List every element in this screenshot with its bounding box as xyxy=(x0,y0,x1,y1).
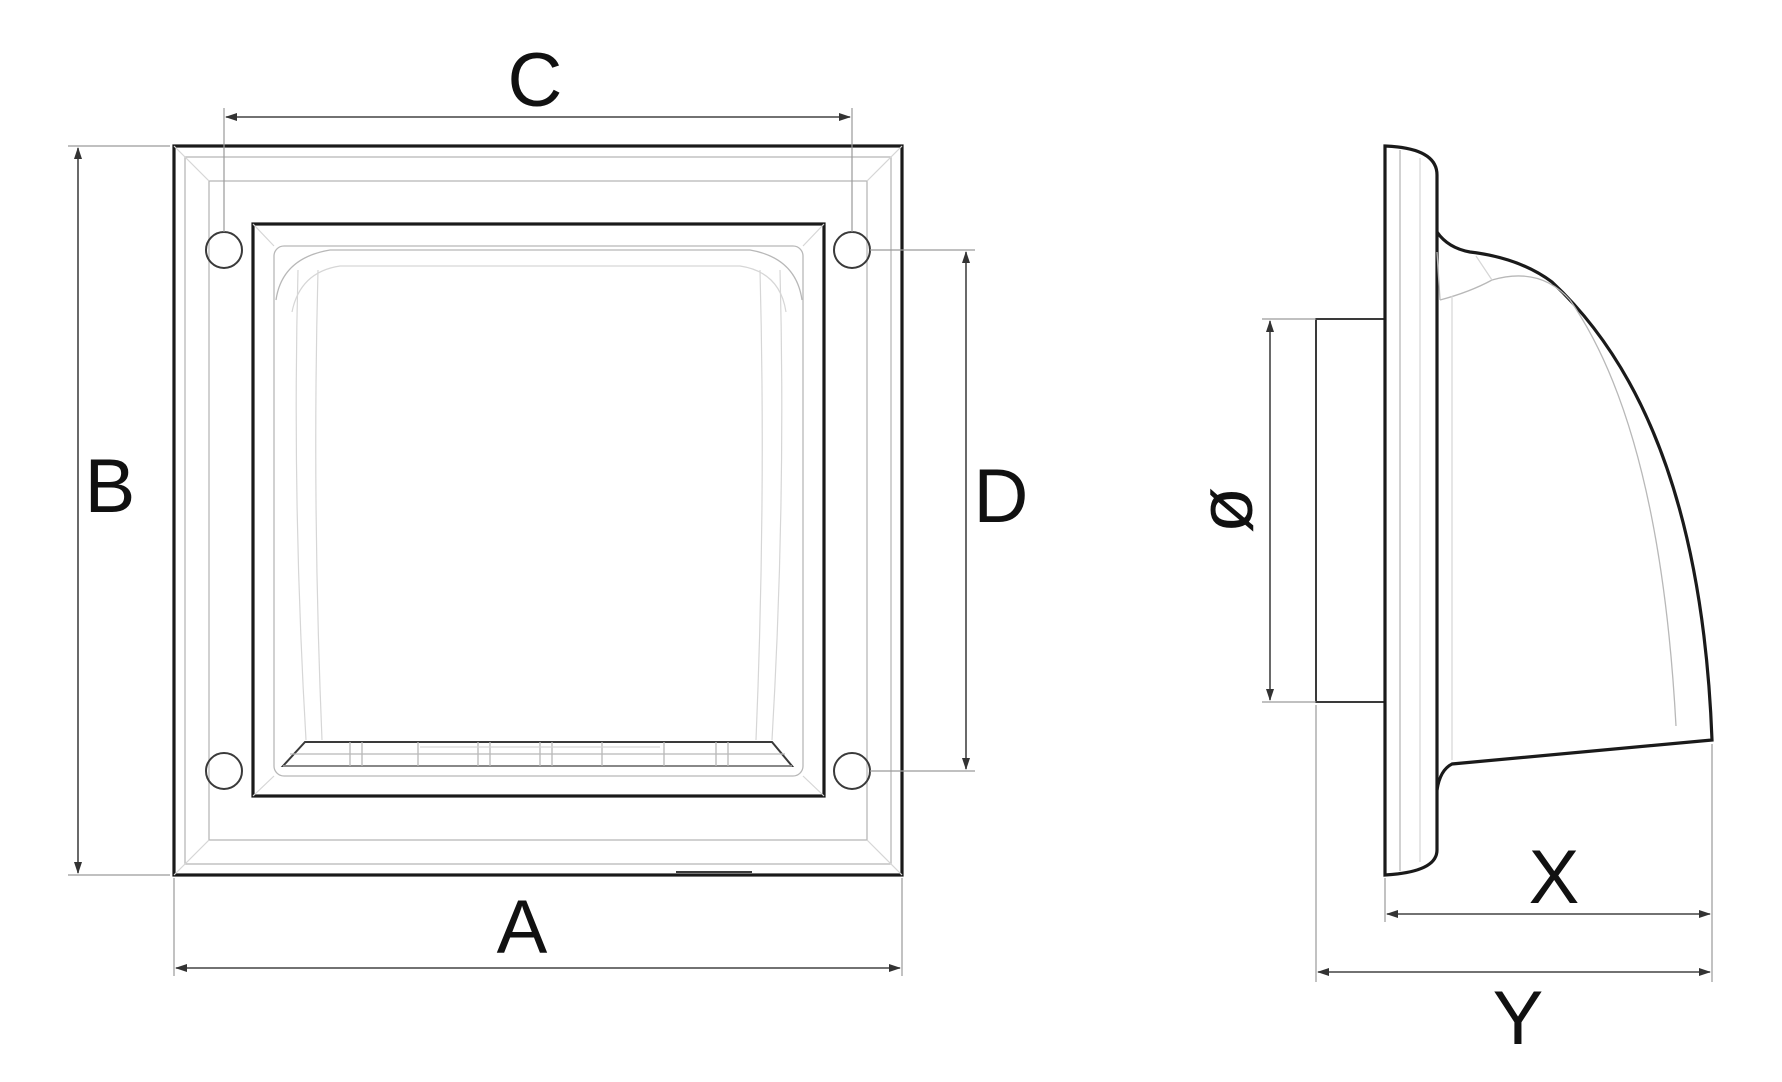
label-d: D xyxy=(974,454,1029,539)
label-x: X xyxy=(1529,835,1580,920)
dimension-y: Y xyxy=(1315,705,1713,1061)
outer-frame xyxy=(172,144,904,877)
dimension-x: X xyxy=(1384,744,1713,922)
frame-bevel-outer xyxy=(184,156,892,865)
side-view xyxy=(1315,144,1714,877)
label-a: A xyxy=(497,885,548,970)
dimension-c: C xyxy=(223,38,853,232)
label-b: B xyxy=(85,444,136,529)
dimension-d: D xyxy=(870,249,1029,772)
dimension-diameter: ø xyxy=(1184,318,1316,703)
dimension-a: A xyxy=(173,878,903,976)
dimension-b: B xyxy=(68,145,170,876)
front-view xyxy=(172,144,904,877)
mounting-hole-bottom-right xyxy=(833,752,871,790)
frame-bevel-inner xyxy=(208,180,868,841)
label-diameter: ø xyxy=(1184,487,1269,533)
mounting-hole-bottom-left xyxy=(205,752,243,790)
hood-outline xyxy=(1435,231,1714,791)
duct-spigot xyxy=(1315,318,1386,703)
label-y: Y xyxy=(1493,976,1544,1061)
label-c: C xyxy=(508,38,563,123)
mounting-hole-top-left xyxy=(205,231,243,269)
flange-plate xyxy=(1383,144,1439,877)
louvre-grille xyxy=(280,741,795,767)
inner-opening xyxy=(251,222,826,798)
mounting-hole-top-right xyxy=(833,231,871,269)
